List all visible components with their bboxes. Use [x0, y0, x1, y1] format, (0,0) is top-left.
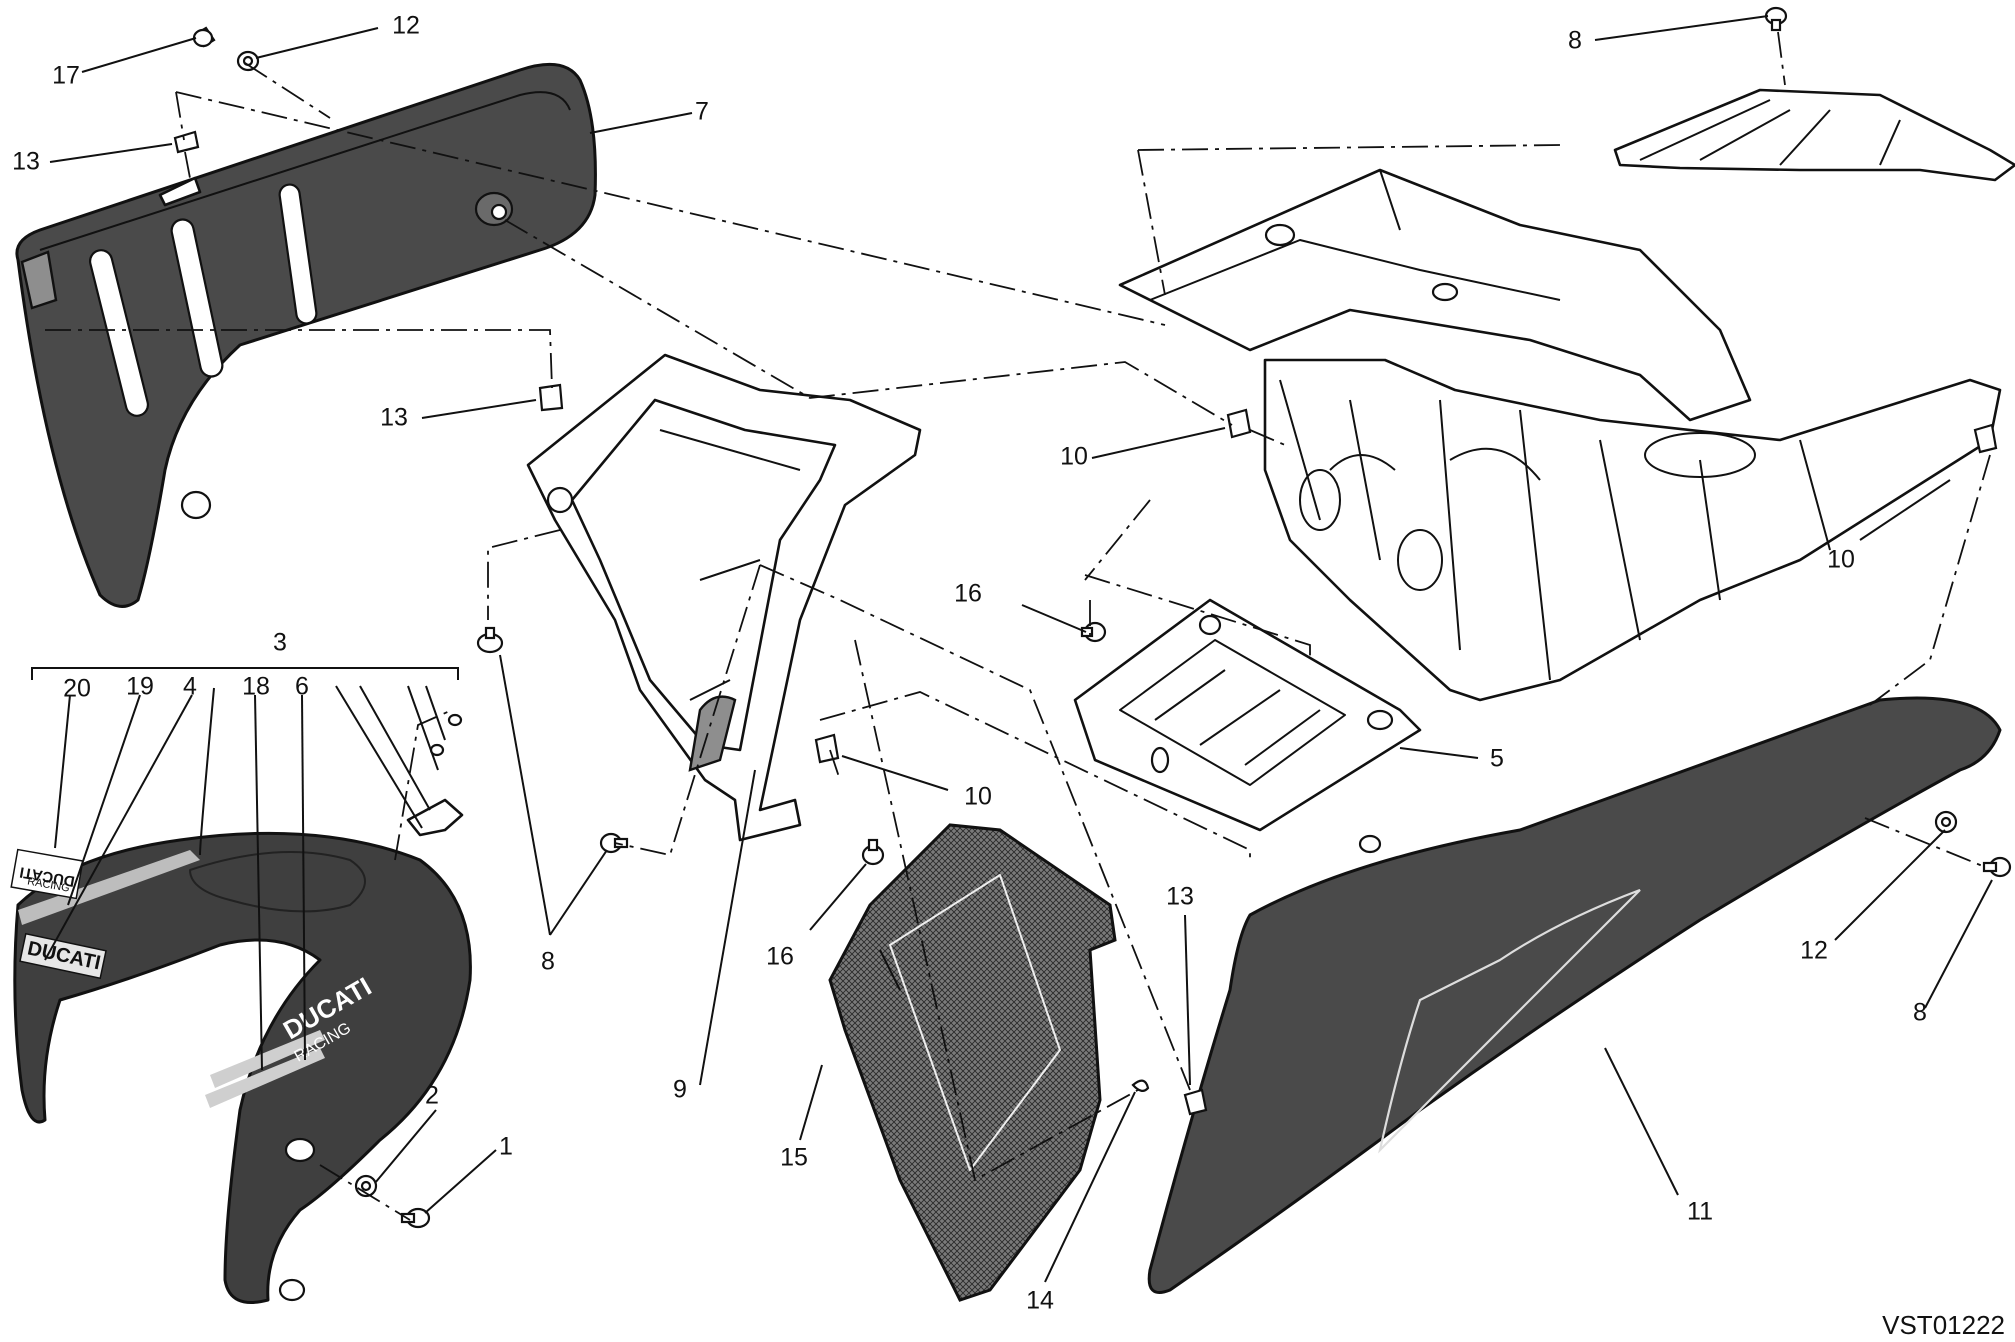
- callout-11: 11: [1687, 1198, 1713, 1226]
- mesh-panel-part-15: [828, 823, 1117, 1302]
- callout-10-top: 10: [1060, 443, 1088, 471]
- callout-16-low: 16: [766, 943, 794, 971]
- callout-13-low: 13: [1166, 883, 1194, 911]
- callout-13-top: 13: [12, 148, 40, 176]
- decal-sheet-part-20: DUCATI RACING: [10, 848, 84, 900]
- plate-part-5: [1073, 598, 1422, 832]
- drawing-code: VST01222: [1882, 1310, 2005, 1340]
- callout-10-mid: 10: [964, 783, 992, 811]
- side-panel-part-7: [15, 62, 597, 608]
- callout-9: 9: [673, 1076, 687, 1104]
- callout-8-right: 8: [1913, 999, 1927, 1027]
- callout-5: 5: [1490, 745, 1504, 773]
- bracket-part-9: [526, 353, 922, 842]
- callout-2: 2: [425, 1082, 439, 1110]
- callout-13-mid: 13: [380, 404, 408, 432]
- center-lines: [45, 31, 1991, 1221]
- callout-6: 6: [295, 673, 309, 701]
- callout-4: 4: [183, 673, 197, 701]
- callout-20: 20: [63, 675, 91, 703]
- callout-19: 19: [126, 673, 154, 701]
- callout-18: 18: [242, 673, 270, 701]
- side-panel-part-11: [1147, 696, 2002, 1294]
- callout-7: 7: [695, 98, 709, 126]
- callout-1: 1: [499, 1133, 513, 1161]
- callout-12-right: 12: [1800, 937, 1828, 965]
- leader-lines: [31, 15, 1993, 1283]
- callout-3: 3: [273, 629, 287, 657]
- callout-17: 17: [52, 62, 80, 90]
- callout-10-right: 10: [1827, 546, 1855, 574]
- front-fender-part-3: DUCATI DUCATI RACING DUCATI RACING: [10, 798, 472, 1304]
- callout-14: 14: [1026, 1287, 1054, 1315]
- callout-12-top: 12: [392, 12, 420, 40]
- callout-15: 15: [780, 1144, 808, 1172]
- callout-16-top: 16: [954, 580, 982, 608]
- undertail-subframe: [1118, 168, 2002, 702]
- callout-labels: 17 12 13 7 13 8 10 10 16 3 20 19 4 18 6 …: [12, 12, 1927, 1315]
- callout-8-top: 8: [1568, 27, 1582, 55]
- callout-8-left: 8: [541, 948, 555, 976]
- seat-cover-part: [1613, 88, 2015, 182]
